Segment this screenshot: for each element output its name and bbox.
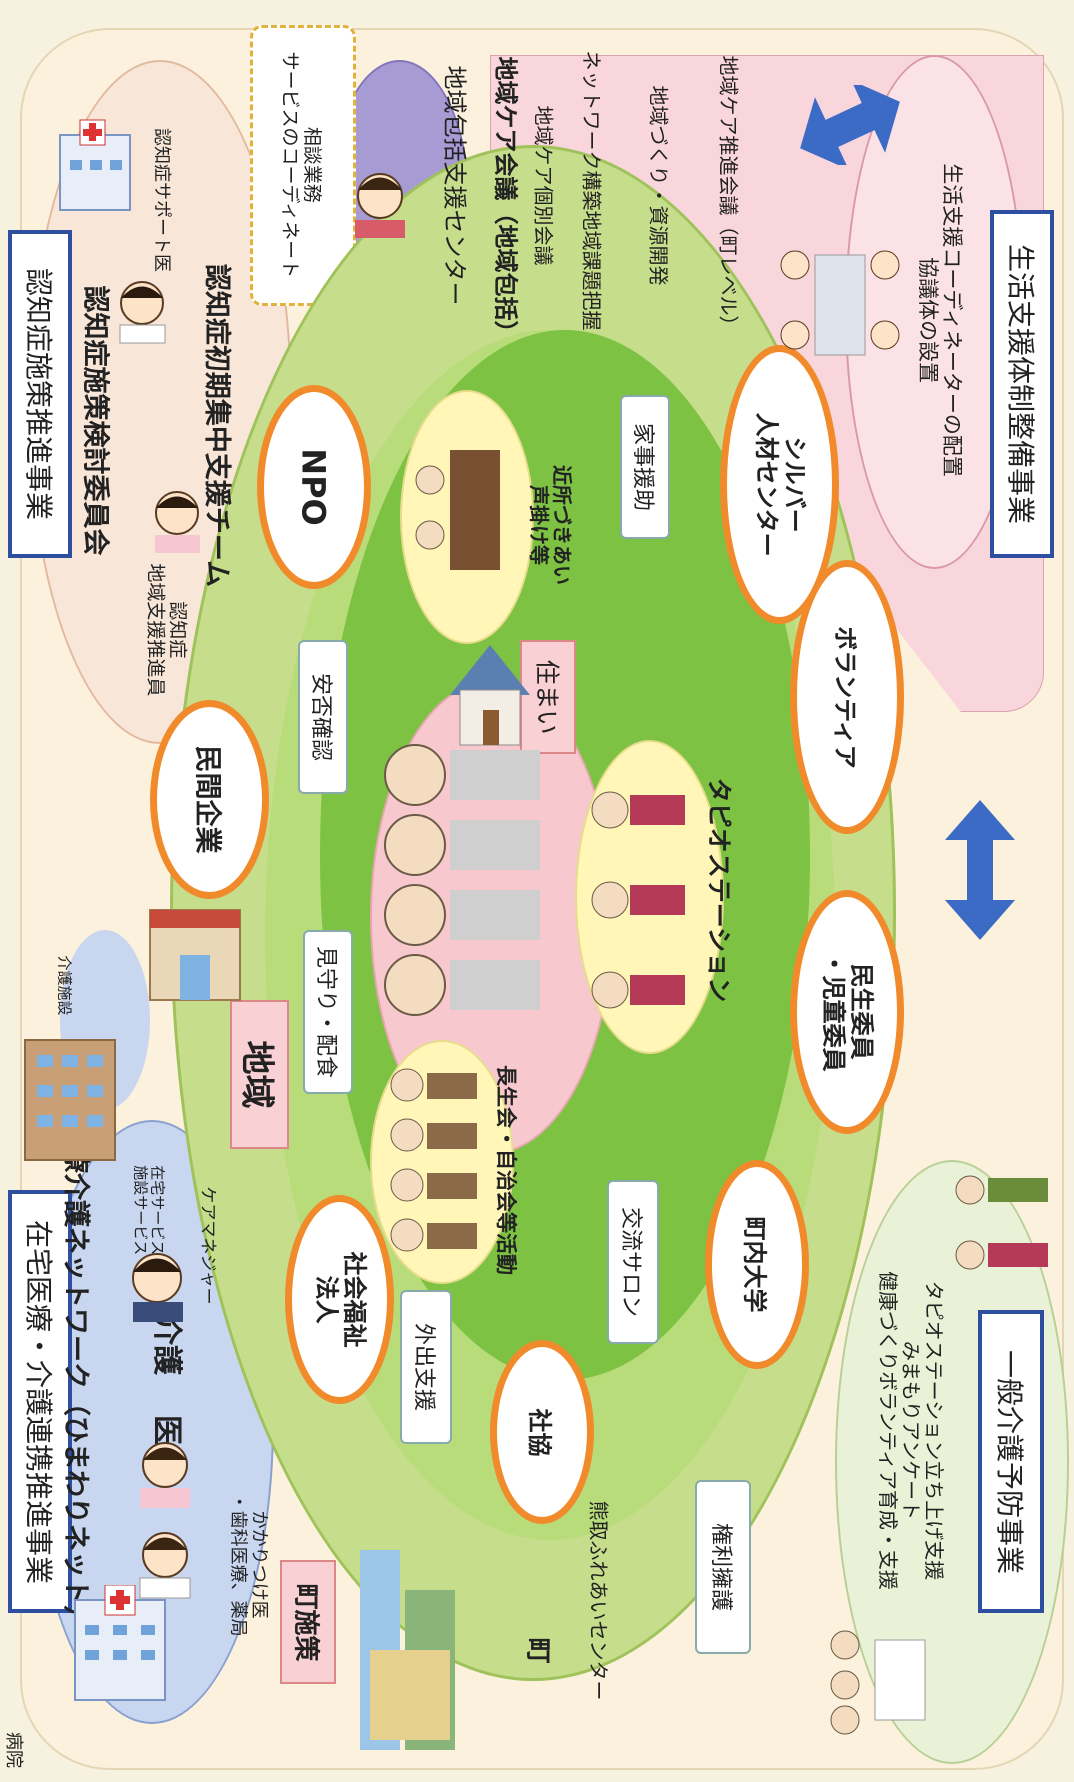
exercise-people-icon [591, 791, 685, 1009]
consultation-label: 相談業務 サービスのコーディネート [279, 51, 323, 279]
private-company-oval: 民間企業 [150, 700, 269, 899]
elders-club-label: 長生会・自治会等活動 [494, 1065, 518, 1275]
kumatori-center-label: 熊取ふれあいセンター [586, 1500, 611, 1700]
npo-oval: NPO [257, 385, 371, 589]
prevention-people-icon [830, 1630, 926, 1735]
dementia-team-label: 認知症初期集中支援チーム [201, 263, 233, 587]
silver-center-oval: シルバー 人材センター [720, 345, 839, 624]
prevention-project-box: 一般介護予防事業 [978, 1310, 1044, 1613]
prevention-items-label: タピオステーション立ち上げ支援 みまもりアンケート 健康づくりボランティア育成・… [875, 1270, 946, 1590]
region-box: 地域 [230, 1000, 289, 1149]
doctor-icon [139, 1532, 191, 1599]
meeting-people-icon [780, 250, 900, 356]
salon-box: 交流サロン [607, 1180, 659, 1344]
consultant-icon [355, 173, 405, 238]
outing-support-box: 外出支援 [400, 1290, 452, 1444]
care-manager-icon [132, 1253, 183, 1322]
volunteer-oval: ボランティア [790, 560, 904, 834]
social-welfare-oval: 社会福祉 法人 [285, 1195, 394, 1404]
watch-meal-box: 見守り・配食 [303, 930, 353, 1094]
dementia-project-box: 認知症施策推進事業 [8, 230, 72, 558]
welfare-commissioner-oval: 民生委員 ・児童委員 [790, 890, 904, 1134]
neighbors-label: 近所づきあい 声掛け等 [527, 465, 574, 585]
housework-box: 家事援助 [620, 395, 670, 539]
comprehensive-center-label: 地域包括支援センター [440, 65, 469, 305]
town-label: 町 [522, 1636, 553, 1664]
town-university-oval: 町内大学 [705, 1160, 809, 1369]
building-icon [24, 1039, 116, 1161]
support-project-box: 生活支援体制整備事業 [990, 210, 1054, 558]
community-building-label: 地域づくり・資源開発 [646, 85, 671, 285]
elderly-group-icon [384, 744, 540, 1016]
medical-network-label: 医療介護ネットワーク（ひまわりネット） [59, 1118, 91, 1632]
double-arrow-top-icon [800, 85, 900, 165]
care-facility-label: 介護施設 [55, 954, 74, 1016]
hospital-label: 病院 [3, 1732, 24, 1768]
walking-elderly-icon [955, 1175, 1048, 1270]
town-policy-box: 町施策 [280, 1560, 336, 1684]
community-meeting-label: 地域ケア会議（地域包括） [491, 56, 520, 344]
dementia-doctor-icon [119, 281, 166, 344]
safety-check-box: 安否確認 [298, 640, 348, 794]
shakyo-oval: 社協 [490, 1340, 594, 1524]
medical-care-project-box: 在宅医療・介護連携推進事業 [8, 1190, 72, 1613]
network-building-label: ネットワーク構築地域課題把握 [579, 50, 604, 330]
dementia-nurse-icon [155, 491, 200, 553]
elders-club-icon [390, 1068, 477, 1252]
nurse-icon [140, 1442, 190, 1508]
doctors-label: かかりつけ医 ・歯科医療、薬局 [228, 1493, 270, 1637]
dementia-promoter-label: 認知症 地域支援推進員 [144, 563, 188, 697]
store-icon [149, 909, 241, 1001]
promotion-meeting-label: 地域ケア推進会議（町レベル） [716, 55, 741, 335]
individual-meeting-label: 地域ケア個別会議 [531, 105, 556, 265]
neighbors-icon [415, 450, 500, 570]
double-arrow-icon [945, 800, 1015, 940]
coordinator-label: 生活支援コーディネーターの配置 協議体の設置 [916, 163, 965, 477]
rights-box: 権利擁護 [695, 1480, 751, 1654]
hospital-icon [74, 1585, 166, 1701]
city-icon [360, 1550, 455, 1750]
housing-box: 住まい [520, 640, 576, 754]
house-icon [450, 645, 530, 746]
clinic-icon [59, 119, 131, 211]
consultation-callout [250, 25, 356, 306]
tapio-station-label: タピオステーション [704, 777, 734, 1003]
